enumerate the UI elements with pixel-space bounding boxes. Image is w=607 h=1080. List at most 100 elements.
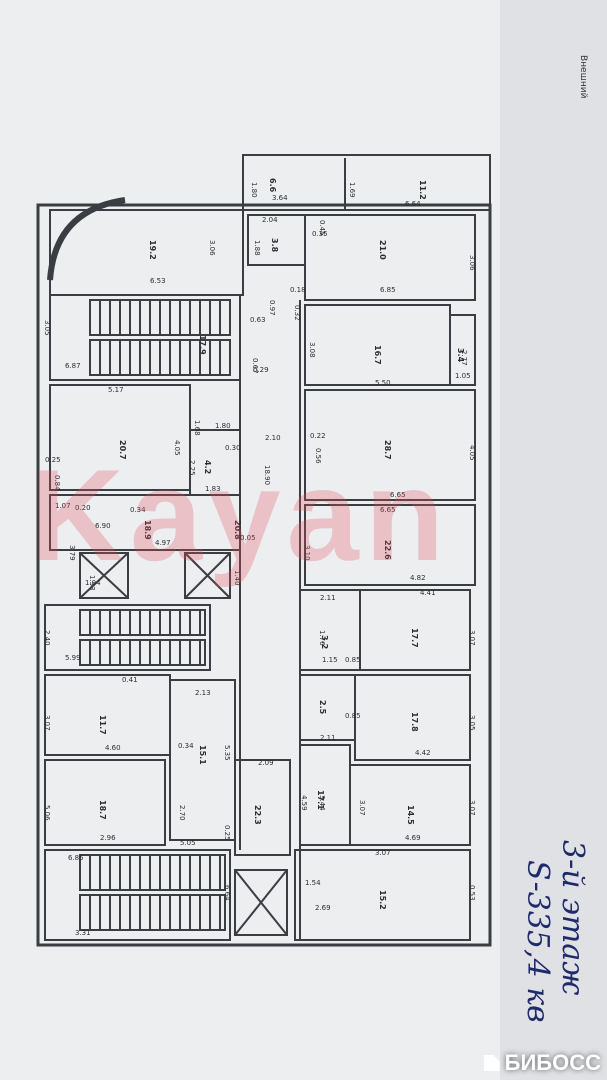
dimension-label: 0.05 <box>240 534 256 542</box>
dimension-label: 1.80 <box>215 422 231 430</box>
dimension-label: 1.88 <box>253 240 261 256</box>
dimension-label: 0.63 <box>250 316 266 324</box>
elevator-cross <box>234 869 288 936</box>
dimension-label: 1.07 <box>55 502 71 510</box>
biboss-logo: БИБОСС <box>483 1050 601 1076</box>
room-area-label: 11.2 <box>418 180 427 200</box>
elevator-shaft <box>234 869 288 936</box>
room-area-label: 19.2 <box>148 240 157 260</box>
dimension-label: 6.65 <box>390 491 406 499</box>
dimension-label: 6.87 <box>65 362 81 370</box>
logo-icon <box>483 1055 500 1071</box>
room-area-label: 22.6 <box>383 540 392 560</box>
dimension-label: 1.83 <box>205 485 221 493</box>
dimension-label: 0.45 <box>318 220 326 236</box>
dimension-label: 5.05 <box>180 839 196 847</box>
dimension-label: 0.35 <box>312 230 328 238</box>
dimension-label: 0.53 <box>468 885 476 901</box>
room-area-label: 3.4 <box>456 348 465 363</box>
elevator-shaft <box>79 552 129 599</box>
dimension-label: 2.04 <box>262 216 278 224</box>
room <box>234 759 291 856</box>
dimension-label: 2.96 <box>100 834 116 842</box>
dimension-label: 0.29 <box>253 366 269 374</box>
dimension-label: 4.59 <box>300 795 308 811</box>
dimension-label: 3.07 <box>468 630 476 646</box>
dimension-label: 4.82 <box>410 574 426 582</box>
dimension-label: 0.85 <box>345 656 361 664</box>
room <box>44 759 166 846</box>
dimension-label: 2.11 <box>320 594 336 602</box>
dimension-label: 1.76 <box>318 630 326 646</box>
room-area-label: 17.9 <box>198 335 207 355</box>
dimension-label: 2.11 <box>320 734 336 742</box>
walls <box>36 154 492 947</box>
side-sheet <box>500 0 607 1080</box>
curved-bay-window <box>47 197 126 281</box>
room-area-label: 20.8 <box>233 520 242 540</box>
room <box>359 589 471 671</box>
room-area-label: 18.7 <box>98 800 107 820</box>
dimension-label: 3.05 <box>43 320 51 336</box>
room-area-label: 3.2 <box>320 635 329 649</box>
dimension-label: 1.80 <box>250 182 258 198</box>
dimension-label: 18.90 <box>263 465 271 485</box>
dimension-label: 0.34 <box>178 742 194 750</box>
dimension-label: 4.05 <box>468 445 476 461</box>
dimension-label: 5.50 <box>375 379 391 387</box>
dimension-label: 1.40 <box>233 570 241 586</box>
dimension-label: 3.06 <box>468 255 476 271</box>
room-area-label: 20.7 <box>118 440 127 460</box>
dimension-label: 0.97 <box>268 300 276 316</box>
stair-flight <box>79 854 226 891</box>
dimension-label: 3.05 <box>468 715 476 731</box>
dimension-label: 0.18 <box>290 286 306 294</box>
watermark: Kayan <box>30 442 451 588</box>
dimension-label: 4.42 <box>415 749 431 757</box>
dimension-label: 5.35 <box>223 745 231 761</box>
dimension-label: 2.13 <box>195 689 211 697</box>
dimension-label: 3.64 <box>272 194 288 202</box>
dimension-label: 1.69 <box>348 182 356 198</box>
room-area-label: 6.6 <box>268 178 277 193</box>
room-area-label: 15.2 <box>378 890 387 910</box>
logo-text: БИБОСС <box>504 1050 601 1075</box>
dimension-label: 2.40 <box>43 630 51 646</box>
dimension-label: 1.53 <box>88 575 96 591</box>
dimension-label: 2.69 <box>315 904 331 912</box>
dimension-label: 0.25 <box>45 456 61 464</box>
dimension-label: 2.09 <box>258 759 274 767</box>
room-area-label: 17.1 <box>316 790 325 810</box>
dimension-label: 3.07 <box>43 715 51 731</box>
dimension-label: 5.99 <box>65 654 81 662</box>
dimension-label: 0.30 <box>225 444 241 452</box>
dimension-label: 6.64 <box>405 200 421 208</box>
dimension-label: 1.05 <box>455 372 471 380</box>
dimension-label: 5.06 <box>43 805 51 821</box>
dimension-label: 3.07 <box>358 800 366 816</box>
dimension-label: 6.85 <box>68 854 84 862</box>
dimension-label: 4.60 <box>105 744 121 752</box>
handwritten-area-note: S-335,4 кв <box>520 860 555 1023</box>
dimension-label: 2.77 <box>460 350 468 366</box>
handwritten-floor-note: 3-й этаж <box>555 840 590 996</box>
dimension-label: 0.41 <box>122 676 138 684</box>
dimension-label: 6.85 <box>380 286 396 294</box>
dimension-label: 4.41 <box>420 589 436 597</box>
room <box>304 214 476 301</box>
dimension-label: 0.84 <box>53 475 61 491</box>
room <box>44 849 231 941</box>
dimension-label: 3.10 <box>303 545 311 561</box>
stair-flight <box>79 639 206 666</box>
room <box>304 504 476 586</box>
building-outline <box>36 203 492 947</box>
room-area-label: 11.7 <box>98 715 107 735</box>
dimension-label: 6.64 <box>223 885 231 901</box>
dimension-label: 0.56 <box>314 448 322 464</box>
room <box>304 389 476 501</box>
dimension-label: 4.05 <box>173 440 181 456</box>
dimension-label: 3.31 <box>75 929 91 937</box>
